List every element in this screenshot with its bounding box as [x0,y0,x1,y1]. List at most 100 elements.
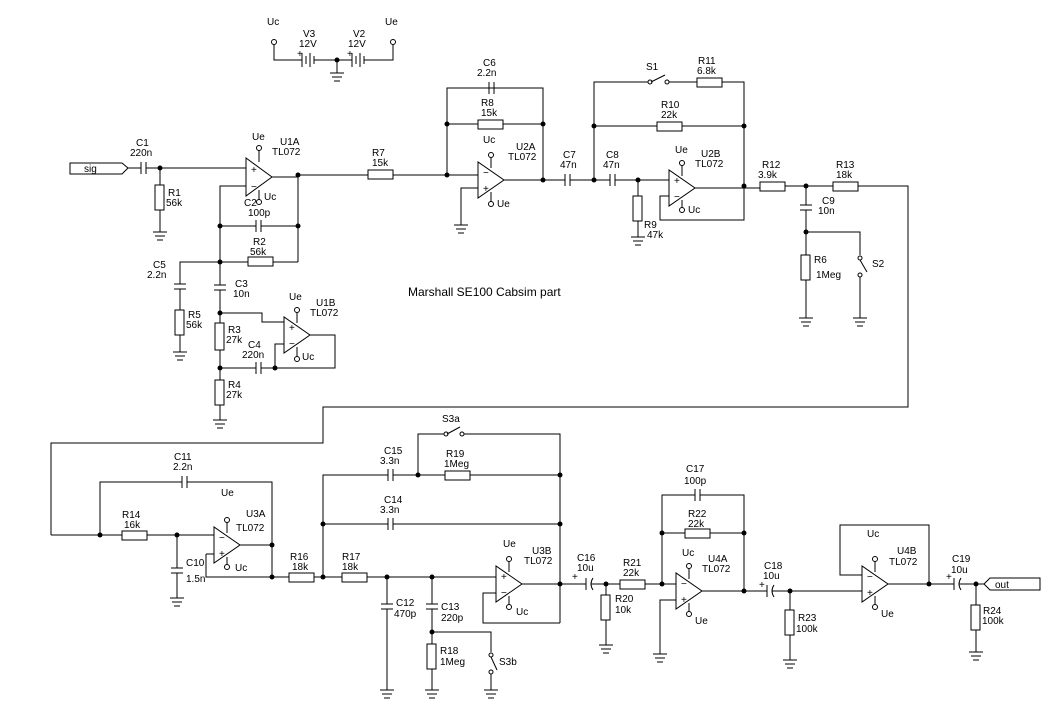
u3b-opamp [495,565,523,603]
out-output-port: out [983,577,1041,591]
c17-ref: C17 [686,464,705,475]
c6-ref: C6 [483,58,496,69]
sig-label: sig [84,164,97,175]
r2-value: 56k [250,247,267,258]
r21-ref: R21 [623,558,642,569]
c5-value: 2.2n [147,270,166,281]
svg-text:−: − [219,533,225,544]
c19-value: 10u [951,565,968,576]
u1a-value: TL072 [272,147,301,158]
svg-text:Uc: Uc [264,192,276,203]
c14-ref: C14 [384,495,403,506]
c13-ref: C13 [441,602,460,613]
u1a-ref: U1A [280,137,300,148]
r3-ref: R3 [228,325,241,336]
r11-value: 6.8k [697,66,717,77]
svg-text:Ue: Ue [497,199,510,210]
svg-text:+: + [759,580,765,591]
svg-text:−: − [681,579,687,590]
svg-text:Uc: Uc [516,607,528,618]
ue-terminal [390,39,396,45]
c4-ref: C4 [248,340,261,351]
c12-ref: C12 [396,598,415,609]
r9-ref: R9 [644,220,657,231]
out-label: out [995,580,1009,591]
svg-text:+: + [289,323,295,334]
svg-text:+: + [572,572,578,583]
c2-ref: C2 [244,198,257,209]
u4b-opamp [861,565,889,603]
u4b-value: TL072 [889,557,918,568]
u2a-opamp [477,161,505,199]
u1a-opamp [245,157,273,197]
c16-value: 10u [577,563,594,574]
svg-text:Uc: Uc [682,548,694,559]
c15-value: 3.3n [380,456,399,467]
r22-ref: R22 [688,509,707,520]
c5-ref: C5 [153,260,166,271]
svg-text:+: + [674,176,680,187]
svg-text:Ue: Ue [289,292,302,303]
r19-ref: R19 [446,449,465,460]
u4a-value: TL072 [702,564,731,575]
r12-value: 3.9k [758,170,778,181]
c9-value: 10n [818,206,835,217]
ue-label: Ue [385,17,398,28]
c1-ref: C1 [136,138,149,149]
r13-ref: R13 [836,160,855,171]
r4-value: 27k [226,390,243,401]
r8-value: 15k [481,108,498,119]
r6-value: 1Meg [816,270,841,281]
c3-value: 10n [233,289,250,300]
r20-value: 10k [615,605,632,616]
svg-text:Ue: Ue [503,539,516,550]
r9-value: 47k [647,230,664,241]
u2a-ref: U2A [516,142,536,153]
r18-value: 1Meg [440,657,465,668]
r13-value: 18k [836,170,853,181]
r1-ref: R1 [168,188,181,199]
c2-value: 100p [248,208,271,219]
u3a-opamp [213,526,241,564]
svg-text:Ue: Ue [221,488,234,499]
s2-label: S2 [872,259,885,270]
svg-text:Ue: Ue [881,609,894,620]
v2-ref: V2 [353,29,366,40]
r3-value: 27k [226,335,243,346]
r14-ref: R14 [122,510,141,521]
c10-value: 1.5n [186,574,205,585]
svg-text:Ue: Ue [695,616,708,627]
c19-ref: C19 [952,554,971,565]
r19-value: 1Meg [444,459,469,470]
c1-value: 220n [130,148,152,159]
r18-ref: R18 [440,646,459,657]
r10-value: 22k [661,110,678,121]
c7-value: 47n [560,160,577,171]
r11-ref: R11 [698,56,716,67]
c4-value: 220n [242,350,264,361]
svg-text:+: + [297,49,303,60]
c15-ref: C15 [384,446,403,457]
r24-value: 100k [982,616,1005,627]
s3b-label: S3b [499,657,517,668]
u1b-ref: U1B [316,298,336,309]
svg-text:Ue: Ue [252,132,265,143]
u1b-value: TL072 [310,308,339,319]
u2b-ref: U2B [701,149,721,160]
s1-label: S1 [646,62,659,73]
c18-ref: C18 [764,561,783,572]
r5-value: 56k [186,320,203,331]
u4a-opamp [675,572,703,610]
u3b-value: TL072 [524,556,553,567]
svg-text:−: − [483,168,489,179]
svg-text:+: + [867,588,873,599]
svg-text:Uc: Uc [483,135,495,146]
r16-ref: R16 [290,552,309,563]
svg-text:Uc: Uc [235,563,247,574]
r22-value: 22k [688,519,705,530]
r17-ref: R17 [342,552,361,563]
uc-label: Uc [267,17,279,28]
svg-text:−: − [501,588,507,599]
schematic-title: Marshall SE100 Cabsim part [408,285,561,299]
